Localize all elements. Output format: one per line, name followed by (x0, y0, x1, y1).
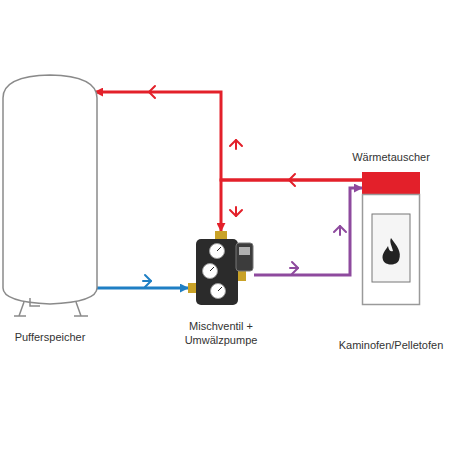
gauge-needle (210, 267, 214, 271)
pump-head (236, 243, 253, 271)
heat-exchanger: Wärmetauscher (362, 172, 420, 194)
node-label: Mischventil + Umwälzpumpe (171, 319, 271, 347)
stove-body (363, 195, 420, 305)
gauge-needle (217, 247, 221, 251)
pipe-connector (96, 287, 188, 290)
node-label: Kaminofen/Pelletofen (339, 338, 444, 352)
mixing-valve-pump-shape (188, 235, 254, 307)
stove-window (372, 214, 410, 282)
stove: Kaminofen/Pelletofen (362, 194, 420, 305)
brass-fitting (215, 231, 227, 239)
heat-exchanger-shape (362, 172, 420, 194)
buffer-tank: Pufferspeicher (2, 74, 98, 318)
gauge (211, 284, 226, 299)
flow-chevron (149, 86, 155, 98)
gauge-needle (218, 287, 222, 291)
drain-pipe (30, 298, 40, 306)
tank-body (3, 75, 97, 304)
pipe-connector (221, 180, 362, 231)
heat-exchanger-body (362, 172, 420, 194)
pipe-connector (254, 188, 362, 275)
flow-chevron (289, 179, 295, 181)
flow-chevron (235, 140, 237, 149)
node-label: Wärmetauscher (352, 150, 430, 164)
flow-chevron (143, 280, 151, 282)
node-label: Pufferspeicher (15, 330, 86, 344)
pipe-connector (95, 92, 362, 180)
flow-chevron (290, 267, 298, 269)
flow-chevron (149, 91, 155, 93)
flow-chevron (339, 226, 341, 235)
flame-icon (383, 238, 400, 265)
mixing-valve-pump: Mischventil + Umwälzpumpe (188, 235, 254, 307)
flow-chevron (235, 207, 237, 216)
pump-display (239, 247, 250, 255)
gauge (210, 244, 225, 259)
stove-shape (362, 194, 420, 305)
buffer-tank-shape (2, 74, 98, 318)
flow-chevron (289, 174, 295, 186)
valve-body (196, 239, 238, 305)
gauge (203, 264, 218, 279)
tank-legs (14, 302, 88, 316)
